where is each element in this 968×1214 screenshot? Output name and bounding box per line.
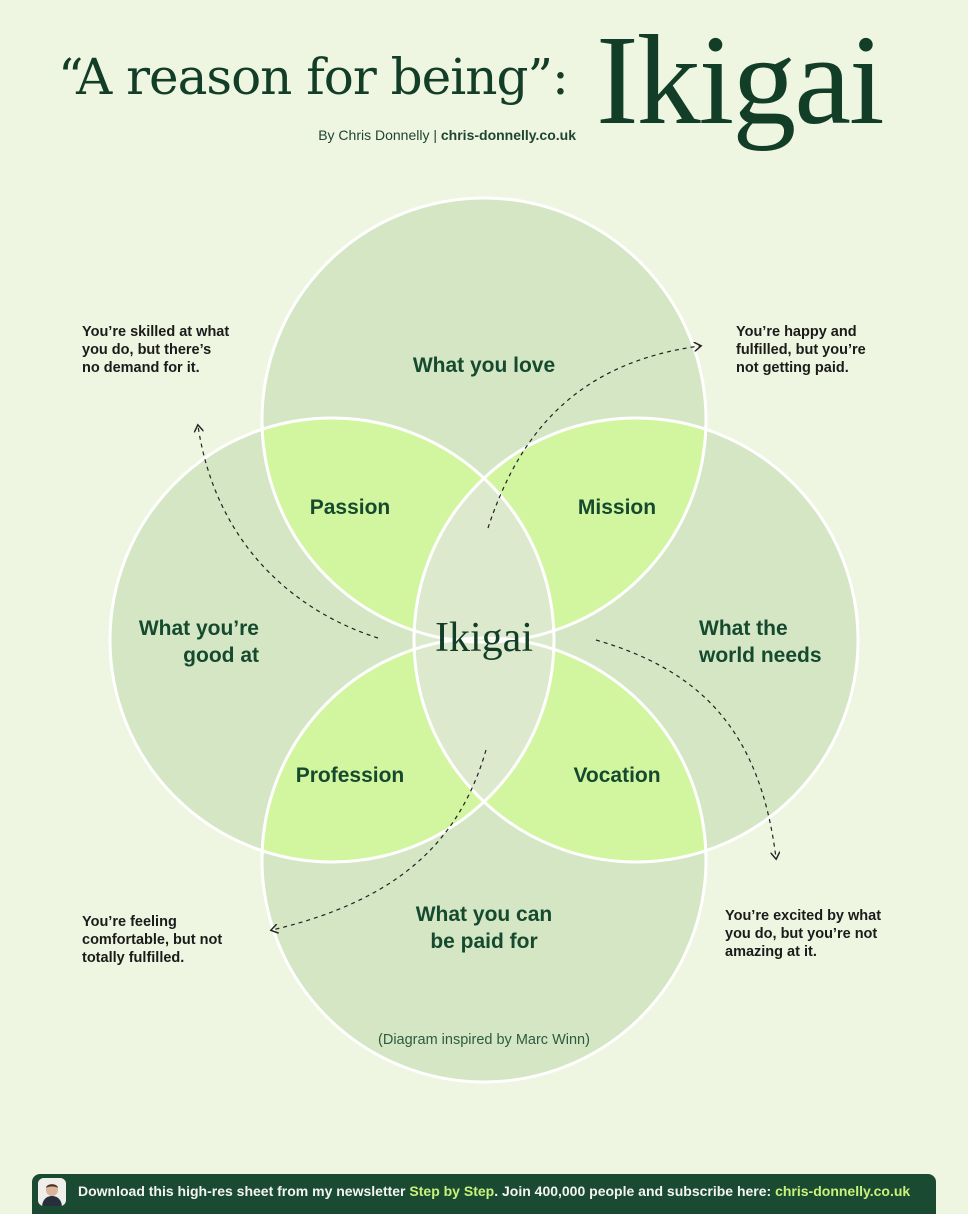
label-good-at-line2: good at [183, 644, 259, 667]
label-good-at-line1: What you’re [138, 617, 259, 640]
note-bottom-left: You’re feeling comfortable, but not tota… [82, 913, 222, 967]
label-vocation: Vocation [573, 764, 661, 787]
note-line: fulfilled, but you’re [736, 342, 866, 358]
label-paid-for-line2: be paid for [430, 930, 538, 953]
note-line: not getting paid. [736, 360, 849, 376]
diagram-credit: (Diagram inspired by Marc Winn) [378, 1032, 590, 1048]
note-line: you do, but you’re not [725, 926, 878, 942]
label-paid-for: What you can be paid for [0, 901, 968, 955]
headline: “A reason for being”: [58, 48, 569, 106]
note-line: no demand for it. [82, 360, 200, 376]
footer-text-b: . Join 400,000 people and subscribe here… [494, 1183, 772, 1199]
note-line: comfortable, but not [82, 932, 223, 948]
note-line: You’re happy and [736, 324, 857, 340]
label-world-needs-line2: world needs [699, 644, 822, 667]
note-line: amazing at it. [725, 944, 817, 960]
footer-text: Download this high-res sheet from my new… [78, 1183, 910, 1199]
dashed-arrows [198, 346, 776, 930]
label-mission: Mission [577, 496, 657, 519]
label-paid-for-line1: What you can [415, 903, 553, 926]
note-bottom-right: You’re excited by what you do, but you’r… [725, 907, 881, 961]
byline-site-link[interactable]: chris-donnelly.co.uk [440, 127, 576, 143]
label-ikigai-center: Ikigai [435, 615, 533, 661]
label-passion: Passion [309, 496, 391, 519]
byline: By Chris Donnelly | chris-donnelly.co.uk [0, 127, 576, 143]
byline-author: By Chris Donnelly | [318, 127, 437, 143]
label-profession: Profession [295, 764, 405, 787]
label-what-you-love: What you love [412, 354, 556, 377]
title-area: “A reason for being”: By Chris Donnelly … [0, 0, 968, 200]
label-good-at: What you’re good at [60, 615, 259, 669]
subscribe-link[interactable]: chris-donnelly.co.uk [775, 1183, 911, 1199]
note-line: you do, but there’s [82, 342, 212, 358]
label-world-needs: What the world needs [699, 615, 822, 669]
footer-text-a: Download this high-res sheet from my new… [78, 1183, 406, 1199]
arrow-to-bottom-right-note [595, 639, 776, 858]
footer-banner[interactable]: Download this high-res sheet from my new… [32, 1174, 936, 1214]
note-top-left: You’re skilled at what you do, but there… [82, 323, 229, 377]
circle-outlines [108, 196, 860, 1084]
note-line: You’re skilled at what [82, 324, 230, 340]
note-line: You’re excited by what [725, 908, 882, 924]
note-line: You’re feeling [82, 914, 177, 930]
arrow-to-top-left-note [198, 426, 379, 639]
note-top-right: You’re happy and fulfilled, but you’re n… [736, 323, 866, 377]
avatar [38, 1178, 66, 1206]
newsletter-link[interactable]: Step by Step [409, 1183, 495, 1199]
label-world-needs-line1: What the [699, 617, 788, 640]
note-line: totally fulfilled. [82, 950, 185, 966]
arrow-to-bottom-left-note [272, 749, 487, 930]
page-title: Ikigai [596, 9, 885, 151]
